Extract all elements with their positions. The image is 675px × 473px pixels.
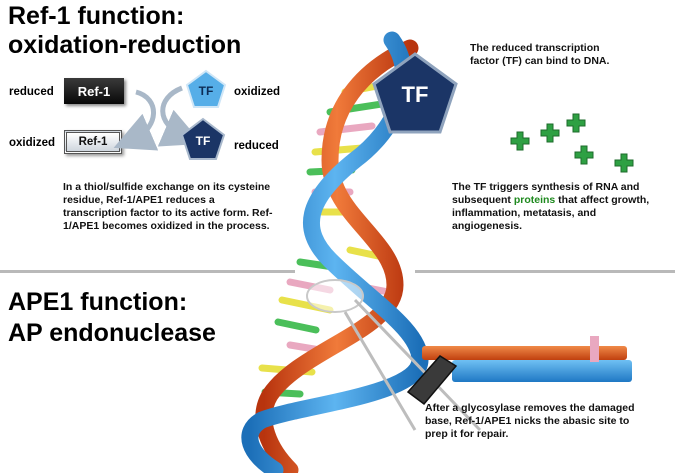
- inset-blue-backbone: [452, 360, 632, 382]
- repair-text: After a glycosylase removes the damaged …: [425, 402, 635, 440]
- ref1-reduced-label: Ref-1: [77, 83, 111, 99]
- synthesis-text-before: The TF triggers synthesis of RNA and sub…: [452, 181, 640, 206]
- label-reduced-ref1: reduced: [9, 86, 54, 98]
- protein-icon: [574, 145, 594, 165]
- protein-molecules: [510, 113, 634, 173]
- ape1-nick-wedge: [406, 355, 458, 406]
- section1-title-line2: oxidation-reduction: [8, 31, 242, 59]
- redox-description: In a thiol/sulfide exchange on its cyste…: [63, 181, 273, 232]
- synthesis-text: The TF triggers synthesis of RNA and sub…: [452, 181, 657, 233]
- label-oxidized-ref1: oxidized: [9, 137, 56, 149]
- abasic-site-inset: [406, 336, 632, 406]
- tf-reduced-label: TF: [195, 134, 211, 148]
- label-reduced-tf: reduced: [234, 140, 279, 152]
- protein-icon: [540, 123, 560, 143]
- section-divider-left: [0, 270, 295, 273]
- section2-title-line1: APE1 function:: [8, 288, 188, 316]
- inset-base: [590, 336, 599, 362]
- big-tf-label: TF: [401, 82, 429, 107]
- protein-icon: [510, 131, 530, 151]
- ref1-oxidized-box: Ref-1: [64, 130, 122, 154]
- orange-strand: [255, 39, 419, 473]
- protein-icon: [566, 113, 586, 133]
- ref1-reduced-box: Ref-1: [64, 78, 124, 104]
- tf-reduced-pentagon: [180, 117, 226, 160]
- protein-icon: [614, 153, 634, 173]
- synthesis-text-after: that affect growth, inflammation, metata…: [452, 194, 650, 232]
- tf-oxidized-label: TF: [198, 84, 214, 98]
- section2-title-line2: AP endonuclease: [8, 319, 216, 347]
- arrow-tf-reduction: [157, 85, 203, 147]
- damage-site-marker: [306, 279, 364, 313]
- section1-title-line1: Ref-1 function:: [8, 2, 185, 30]
- label-oxidized-tf: oxidized: [234, 86, 281, 98]
- arrow-ref1-oxidation: [113, 89, 159, 151]
- big-tf-pentagon: [372, 52, 458, 134]
- inset-orange-backbone: [422, 346, 627, 360]
- synthesis-highlight-proteins: proteins: [513, 194, 556, 206]
- tf-oxidized-pentagon: [185, 69, 227, 108]
- blue-strand: [241, 31, 429, 473]
- redox-arrows: [113, 85, 203, 151]
- section-divider-right: [415, 270, 675, 273]
- ref1-oxidized-label: Ref-1: [78, 136, 108, 148]
- tf-bind-text: The reduced transcription factor (TF) ca…: [470, 42, 610, 67]
